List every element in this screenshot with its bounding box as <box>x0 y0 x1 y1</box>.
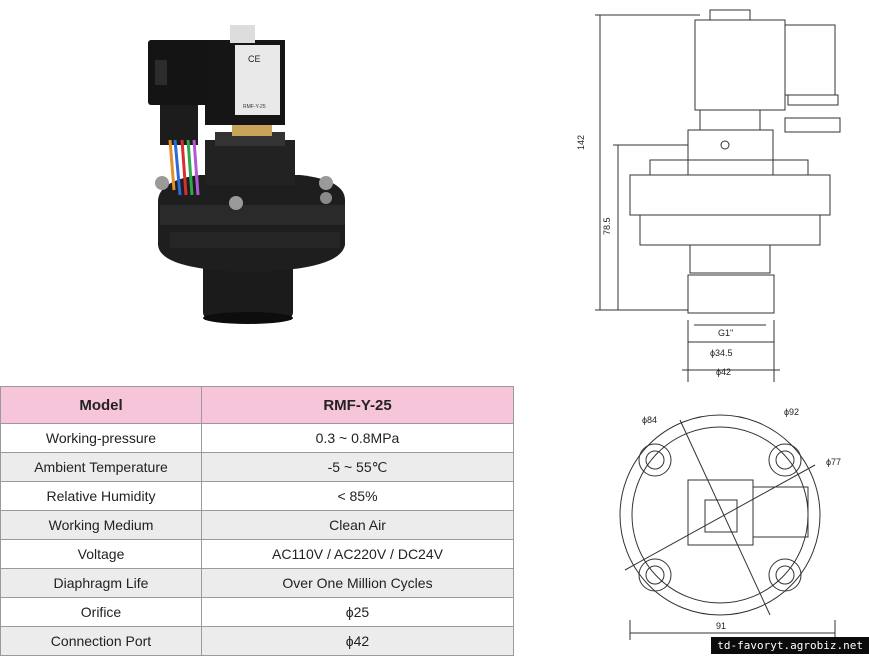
spec-header-row: Model RMF-Y-25 <box>0 386 514 424</box>
spec-label: Voltage <box>0 539 202 569</box>
table-row: Relative Humidity < 85% <box>0 481 514 511</box>
spec-value: ϕ42 <box>201 626 514 656</box>
watermark: td-favoryt.agrobiz.net <box>711 637 869 654</box>
table-row: Ambient Temperature -5 ~ 55℃ <box>0 452 514 482</box>
dim-width-91: 91 <box>716 621 726 631</box>
ce-mark: CE <box>248 54 261 64</box>
spec-value: ϕ25 <box>201 597 514 627</box>
spec-value: AC110V / AC220V / DC24V <box>201 539 514 569</box>
spec-header-label: Model <box>0 386 202 424</box>
spec-label: Diaphragm Life <box>0 568 202 598</box>
spec-label: Ambient Temperature <box>0 452 202 482</box>
top-view-drawing: ϕ84 ϕ92 ϕ77 91 <box>619 407 841 640</box>
spec-label: Relative Humidity <box>0 481 202 511</box>
dim-height-body: 78.5 <box>602 217 612 235</box>
coil-model-label: RMF-Y-25 <box>243 104 266 110</box>
dim-thread: G1" <box>718 328 733 338</box>
dim-dia-92: ϕ92 <box>784 407 799 417</box>
table-row: Diaphragm Life Over One Million Cycles <box>0 568 514 598</box>
table-row: Orifice ϕ25 <box>0 597 514 627</box>
spec-value: < 85% <box>201 481 514 511</box>
dim-outer-diameter: ϕ42 <box>716 367 731 377</box>
product-photo: CE RMF-Y-25 <box>148 25 345 324</box>
dim-height-total: 142 <box>576 135 586 150</box>
dim-inner-diameter: ϕ34.5 <box>710 348 733 358</box>
spec-value: -5 ~ 55℃ <box>201 452 514 482</box>
side-view-drawing: 142 78.5 G1" ϕ34.5 ϕ42 <box>576 9 841 382</box>
dim-dia-84: ϕ84 <box>642 415 657 425</box>
table-row: Working Medium Clean Air <box>0 510 514 540</box>
spec-label: Working Medium <box>0 510 202 540</box>
spec-header-value: RMF-Y-25 <box>201 386 514 424</box>
spec-value: Over One Million Cycles <box>201 568 514 598</box>
spec-label: Connection Port <box>0 626 202 656</box>
spec-value: 0.3 ~ 0.8MPa <box>201 423 514 453</box>
spec-value: Clean Air <box>201 510 514 540</box>
dim-dia-77: ϕ77 <box>826 457 841 467</box>
table-row: Working-pressure 0.3 ~ 0.8MPa <box>0 423 514 453</box>
spec-label: Working-pressure <box>0 423 202 453</box>
spec-table: Model RMF-Y-25 Working-pressure 0.3 ~ 0.… <box>0 386 514 656</box>
table-row: Voltage AC110V / AC220V / DC24V <box>0 539 514 569</box>
spec-label: Orifice <box>0 597 202 627</box>
table-row: Connection Port ϕ42 <box>0 626 514 656</box>
